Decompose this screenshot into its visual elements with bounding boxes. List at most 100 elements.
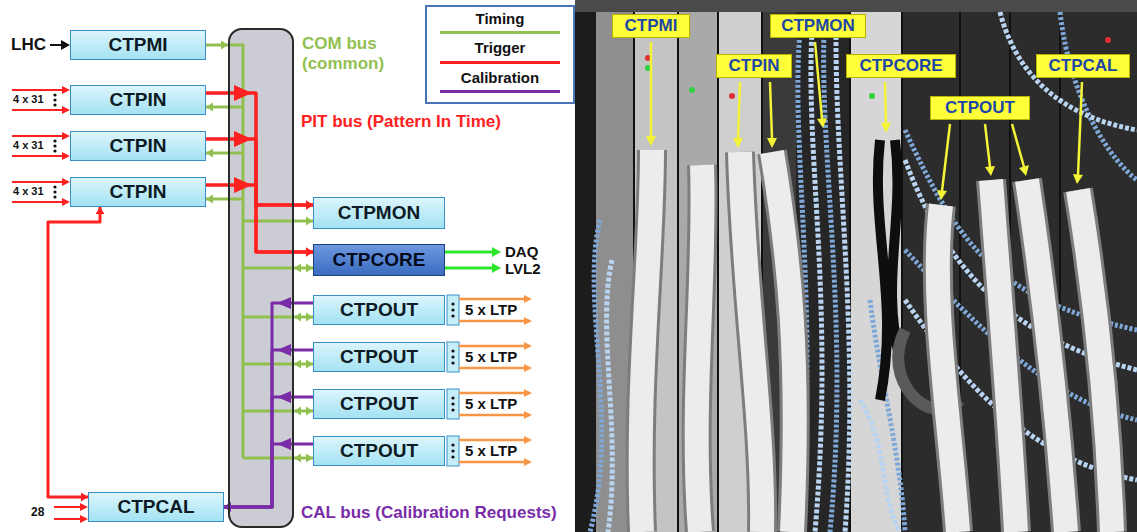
- arrowhead: [306, 407, 313, 416]
- timing-trunk: [228, 45, 294, 458]
- board-box: CTPIN: [70, 177, 206, 207]
- dot: [451, 396, 454, 399]
- arrowhead: [294, 360, 301, 369]
- arrowhead: [306, 313, 313, 322]
- board-box: CTPOUT: [313, 436, 445, 466]
- connector: [224, 303, 313, 512]
- legend-text: Timing: [435, 10, 565, 27]
- connector: [206, 149, 228, 158]
- box-label: CTPOUT: [945, 98, 1015, 118]
- arrowhead: [206, 195, 213, 204]
- white-cable-shadow: [641, 150, 1112, 532]
- box-label: CTPCORE: [859, 56, 942, 76]
- connector: [206, 103, 228, 112]
- legend-text: Trigger: [435, 39, 565, 56]
- photo-callout: CTPCORE: [846, 54, 956, 78]
- arrowhead: [294, 313, 301, 322]
- signal-label: 5 x LTP: [464, 442, 518, 459]
- connector: [206, 185, 313, 257]
- dot: [53, 190, 56, 193]
- arrowhead: [206, 103, 213, 112]
- lhc-input-line: [50, 44, 62, 46]
- connector: [206, 185, 313, 210]
- dot: [451, 455, 454, 458]
- legend-text: Calibration: [435, 69, 565, 86]
- box-label: CTPOUT: [340, 393, 418, 415]
- leader-arrowhead: [646, 118, 1083, 200]
- signal-label: 4 x 31: [12, 139, 45, 152]
- board-box: CTPMI: [70, 30, 206, 60]
- connector: [294, 264, 313, 273]
- board-box: CTPIN: [70, 131, 206, 161]
- module-panel: [634, 12, 678, 532]
- connector-line: [206, 106, 228, 109]
- arrowhead: [306, 360, 313, 369]
- blue-cable: [870, 300, 905, 532]
- blue-cable: [905, 300, 1137, 480]
- connector-block: [447, 342, 459, 372]
- legend-box: TimingTriggerCalibration: [425, 5, 575, 104]
- led: [689, 87, 695, 93]
- connector-block: [447, 436, 459, 466]
- white-cable: [641, 150, 1112, 532]
- dot: [53, 144, 56, 147]
- connector-line: [206, 152, 228, 155]
- photo-callout: CTPCAL: [1036, 54, 1130, 78]
- blue-cable-bundle: [607, 12, 1137, 532]
- legend-row: Trigger: [435, 39, 565, 66]
- connector: [224, 444, 313, 512]
- module-panel: [762, 12, 796, 532]
- box-label: CTPIN: [110, 89, 167, 111]
- calibration-arrowhead: [277, 297, 291, 450]
- legend-line-sample: [440, 90, 560, 93]
- arrowhead: [306, 201, 313, 210]
- connector: [206, 93, 313, 210]
- legend-line-sample: [440, 61, 560, 64]
- blue-cable-bundle: [590, 12, 1137, 532]
- legend-line-sample: [440, 31, 560, 34]
- legend-line: [440, 28, 560, 37]
- blue-cable: [824, 30, 837, 532]
- led: [1105, 37, 1111, 43]
- blue-cable: [798, 30, 807, 532]
- box-label: CTPMI: [108, 34, 167, 56]
- board-box: CTPMON: [313, 197, 445, 229]
- box-label: CTPMON: [781, 16, 855, 36]
- blue-cable: [905, 250, 1137, 420]
- box-label: CTPOUT: [340, 346, 418, 368]
- module-panel: [678, 12, 718, 532]
- dot: [451, 443, 454, 446]
- dot: [451, 349, 454, 352]
- bus-bar: COM bus (common): [228, 28, 294, 528]
- connector-line: [294, 316, 313, 319]
- connector: [48, 207, 105, 502]
- connector-line: [294, 457, 313, 460]
- arrowhead: [306, 454, 313, 463]
- box-label: CTPIN: [729, 56, 780, 76]
- signal-label: LHC: [10, 35, 47, 55]
- arrowhead: [306, 264, 313, 273]
- output-line: [445, 252, 493, 268]
- leader-line: [651, 42, 1082, 191]
- signal-label: PIT bus (Pattern In Time): [300, 112, 502, 132]
- arrowhead: [206, 149, 213, 158]
- black-cable: [878, 140, 900, 400]
- core-board-box: CTPCORE: [313, 244, 445, 276]
- connector-line: [294, 410, 313, 413]
- led: [729, 93, 735, 99]
- blue-cable: [836, 30, 850, 532]
- ellipsis-dots: [451, 302, 454, 458]
- connector-line: [294, 267, 313, 270]
- box-label: CTPCORE: [333, 249, 426, 271]
- connector: [294, 454, 313, 463]
- signal-label: DAQ: [504, 243, 539, 260]
- blue-cable: [1060, 12, 1137, 180]
- connector: [224, 397, 313, 512]
- signal-label: 5 x LTP: [464, 395, 518, 412]
- board-box: CTPOUT: [313, 295, 445, 325]
- arrowhead: [306, 248, 313, 257]
- panel-seams: [634, 12, 1060, 532]
- dot: [53, 149, 56, 152]
- module-panel: [850, 12, 902, 532]
- dot: [53, 103, 56, 106]
